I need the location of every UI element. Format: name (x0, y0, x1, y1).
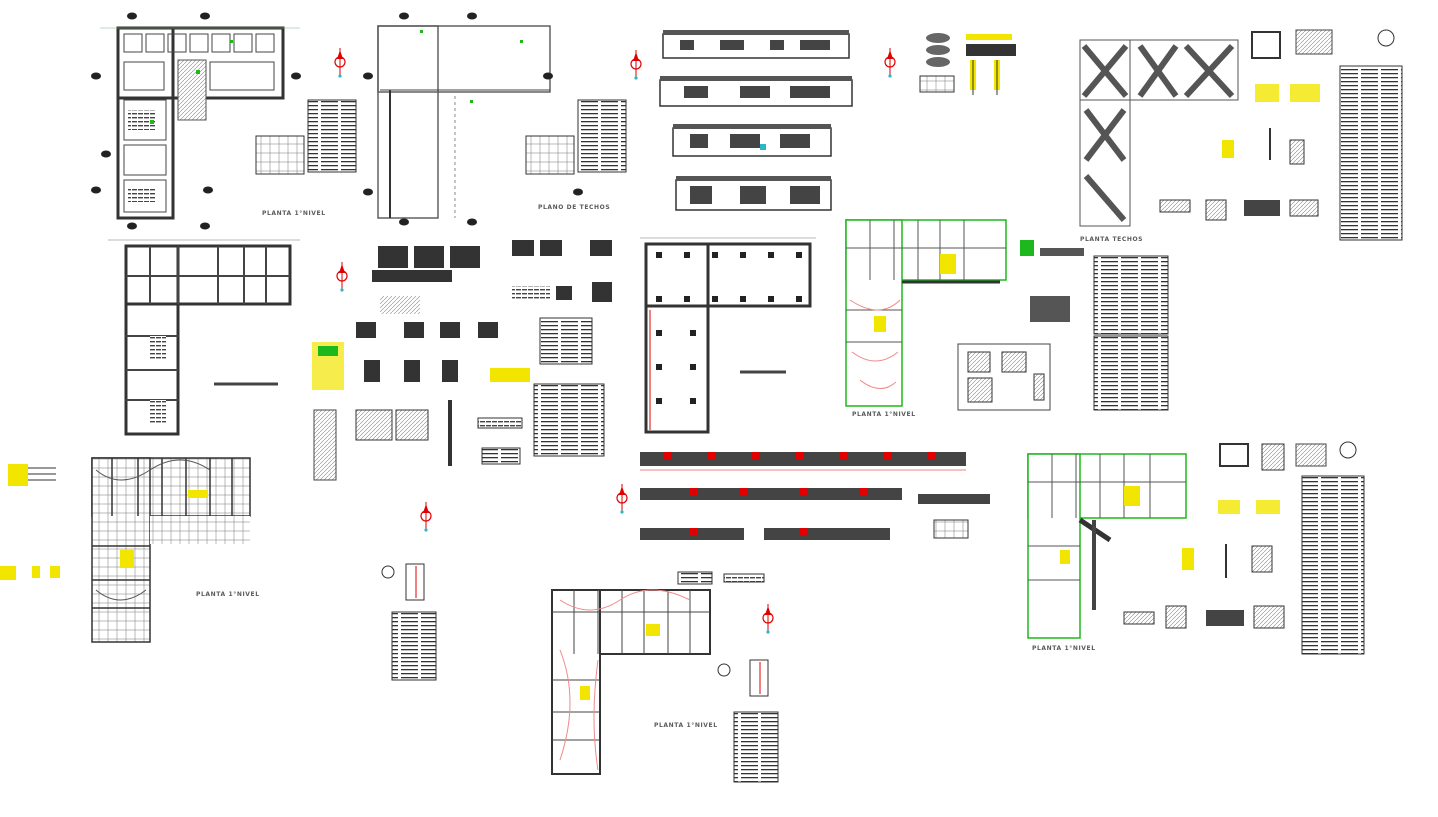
plan-first-level-architecture: PLANTA 1°NIVEL (91, 12, 357, 230)
details-center-right (957, 240, 1169, 411)
north-arrow-icon (334, 47, 346, 79)
plan-first-level-electrical: PLANTA 1°NIVEL (91, 457, 260, 643)
structural-details (312, 240, 612, 481)
label-planta-1-nivel-e: PLANTA 1°NIVEL (1032, 645, 1096, 652)
north-arrow-icon (336, 261, 348, 293)
label-planta-1-nivel-c: PLANTA 1°NIVEL (196, 591, 260, 598)
legend-far-left (0, 464, 60, 580)
north-arrow-icon (884, 47, 896, 79)
plan-first-level-installations-b: PLANTA 1°NIVEL (1027, 453, 1187, 652)
beam-elevations (640, 452, 990, 540)
label-planta-1-nivel-d: PLANTA 1°NIVEL (654, 722, 718, 729)
label-planta-techos: PLANTA TECHOS (1080, 236, 1143, 243)
north-arrow-icon (762, 603, 774, 635)
detail-cluster-top (919, 33, 1016, 95)
details-bottom-right (1123, 441, 1365, 655)
label-planta-1-nivel-a: PLANTA 1°NIVEL (262, 210, 326, 217)
north-arrow-icon (630, 49, 642, 81)
plan-first-level-sanitary: PLANTA 1°NIVEL (551, 589, 718, 775)
plan-structural-grid (640, 237, 816, 434)
plan-first-level-installations: PLANTA 1°NIVEL (845, 219, 1007, 418)
plan-roof-structure: PLANTA TECHOS (1079, 29, 1403, 243)
north-arrow-icon (420, 501, 432, 533)
label-planta-1-nivel-b: PLANTA 1°NIVEL (852, 411, 916, 418)
elevations (659, 30, 853, 211)
plan-foundation (108, 239, 300, 436)
north-arrow-icon (616, 483, 628, 515)
label-plano-de-techos: PLANO DE TECHOS (538, 204, 610, 211)
plan-roof: PLANO DE TECHOS (363, 12, 627, 226)
legends-bottom-center (381, 563, 779, 783)
